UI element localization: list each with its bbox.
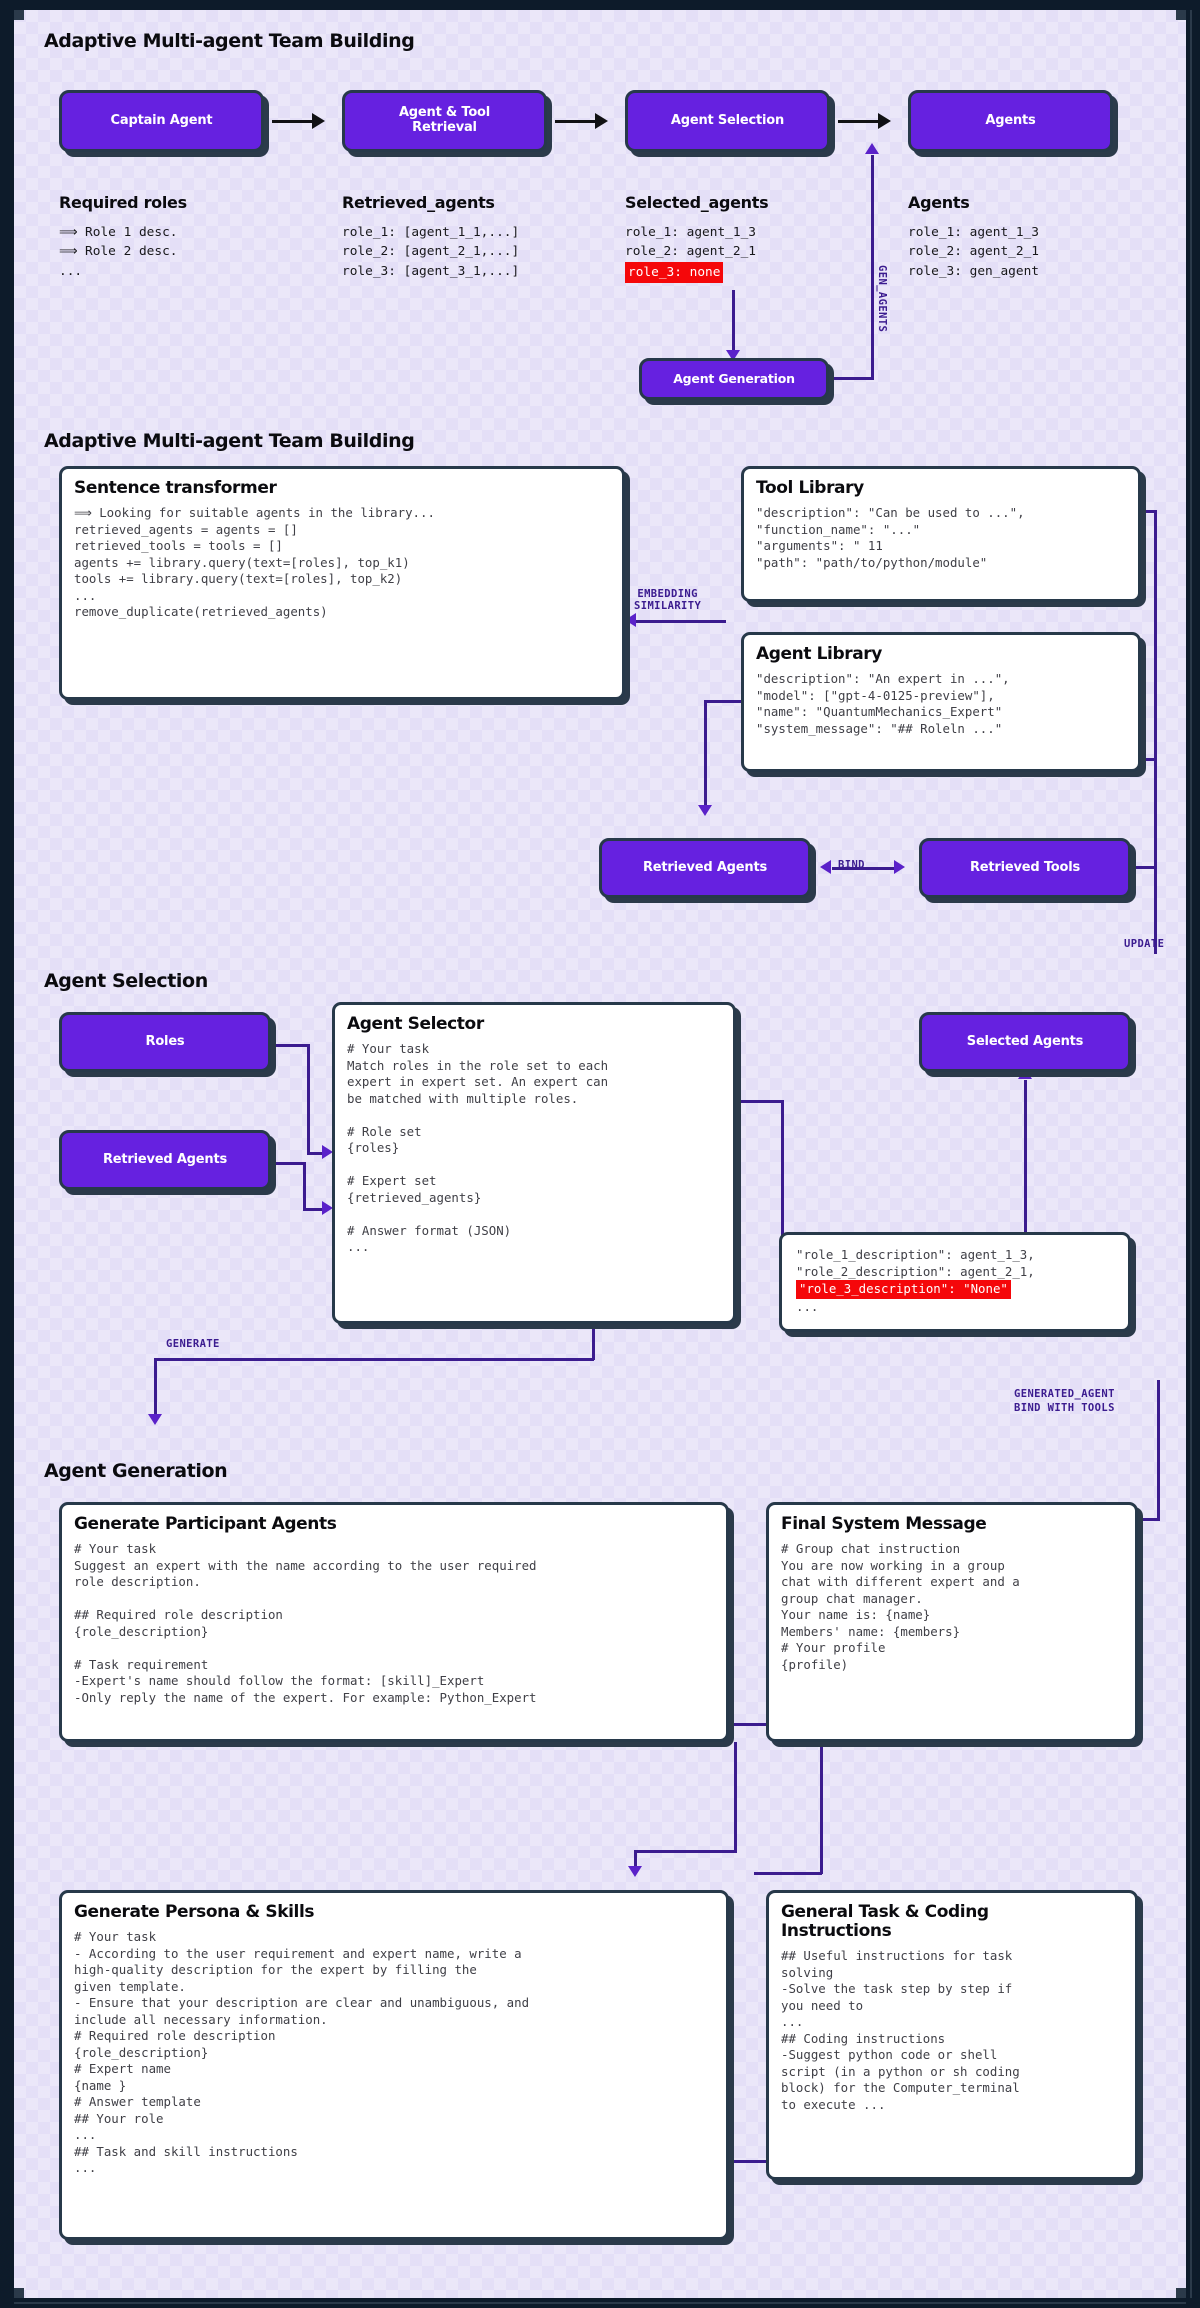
node-agent-selection-label: Agent Selection [670,112,785,128]
card-title-sentence-transformer: Sentence transformer [74,478,277,498]
selector-output-line-2: "role_2_description": agent_2_1, [796,1263,1035,1279]
node-agents-label: Agents [985,112,1036,128]
node-retrieved-tools-mid[interactable]: Retrieved Tools [919,838,1131,898]
arrow-embedding-similarity [625,613,636,627]
node-retrieved-agents-label: Retrieved Agents [102,1151,228,1167]
arrow-retrieved-to-selector [322,1201,333,1215]
edge-label-generate: GENERATE [166,1338,220,1350]
card-code-selector-output: "role_1_description": agent_1_3, "role_2… [796,1247,1114,1315]
edge-label-update: UPDATE [1124,938,1165,950]
node-captain-agent[interactable]: Captain Agent [59,90,264,152]
card-final-system-message: Final System Message # Group chat instru… [766,1502,1138,1742]
corner-bottom-right [1176,2288,1186,2298]
node-retrieved-agents[interactable]: Retrieved Agents [59,1130,271,1190]
node-agent-tool-retrieval[interactable]: Agent & Tool Retrieval [342,90,547,152]
card-title-final-system-message: Final System Message [781,1514,987,1534]
arrow-section4-elbow-down [628,1866,642,1877]
card-title-generate-participant-agents: Generate Participant Agents [74,1514,337,1534]
card-generate-persona-skills: Generate Persona & Skills # Your task - … [59,1890,729,2240]
arrow-bind-right [894,860,905,874]
card-title-generate-persona-skills: Generate Persona & Skills [74,1902,315,1922]
card-generate-participant-agents: Generate Participant Agents # Your task … [59,1502,729,1742]
node-roles[interactable]: Roles [59,1012,271,1072]
node-agents[interactable]: Agents [908,90,1113,152]
selected-agents-line-3-highlighted: role_3: none [625,261,724,284]
node-agent-selection[interactable]: Agent Selection [625,90,830,152]
card-agent-library: Agent Library "description": "An expert … [741,632,1141,772]
card-code-tool-library: "description": "Can be used to ...", "fu… [756,505,1025,570]
node-agent-tool-retrieval-label: Agent & Tool Retrieval [398,105,491,135]
card-tool-library: Tool Library "description": "Can be used… [741,466,1141,602]
arrow-generate-down [148,1414,162,1425]
node-selected-agents[interactable]: Selected Agents [919,1012,1131,1072]
card-code-sentence-transformer: ⟹ Looking for suitable agents in the lib… [74,505,435,620]
card-title-general-task-coding: General Task & Coding Instructions [781,1902,989,1942]
node-retrieved-tools-mid-label: Retrieved Tools [969,859,1081,875]
arrow-selection-to-agents [878,113,891,129]
diagram-canvas: Adaptive Multi-agent Team Building Capta… [14,10,1186,2298]
node-retrieved-agents-mid-label: Retrieved Agents [642,859,768,875]
section-title-agent-selection: Agent Selection [44,970,208,992]
arrow-agent-library-to-retrieved [698,805,712,816]
arrow-gen-agents-up [865,143,879,154]
card-code-generate-participant-agents: # Your task Suggest an expert with the n… [74,1541,537,1705]
node-captain-agent-label: Captain Agent [110,112,213,128]
column-heading-retrieved-agents: Retrieved_agents [342,193,495,212]
column-heading-agents: Agents [908,193,970,212]
arrow-bind-left [820,860,831,874]
selector-output-line-1: "role_1_description": agent_1_3, [796,1247,1035,1262]
column-body-retrieved-agents: role_1: [agent_1_1,...] role_2: [agent_2… [342,225,520,279]
card-code-agent-selector: # Your task Match roles in the role set … [347,1041,609,1255]
section-title-agent-generation: Agent Generation [44,1460,228,1482]
node-roles-label: Roles [145,1033,185,1049]
card-code-generate-persona-skills: # Your task - According to the user requ… [74,1929,530,2176]
edge-label-bind: BIND [838,859,865,871]
card-selector-output: "role_1_description": agent_1_3, "role_2… [779,1232,1131,1332]
column-heading-selected-agents: Selected_agents [625,193,769,212]
arrow-to-agent-generation [726,350,740,361]
card-code-agent-library: "description": "An expert in ...", "mode… [756,671,1010,736]
arrow-roles-to-selector [322,1145,333,1159]
section-title-team-building-2: Adaptive Multi-agent Team Building [44,430,415,452]
card-agent-selector: Agent Selector # Your task Match roles i… [332,1002,736,1324]
column-body-selected-agents: role_1: agent_1_3 role_2: agent_2_1 role… [625,223,756,284]
card-title-agent-selector: Agent Selector [347,1014,484,1034]
selector-output-line-3-highlighted: "role_3_description": "None" [796,1280,1011,1299]
arrow-output-to-selected-agents [1018,1068,1032,1079]
node-selected-agents-label: Selected Agents [966,1033,1084,1049]
card-title-agent-library: Agent Library [756,644,882,664]
edge-label-gen-agents: GEN_AGENTS [876,265,889,333]
section-title-team-building-1: Adaptive Multi-agent Team Building [44,30,415,52]
selected-agents-line-1: role_1: agent_1_3 [625,225,756,240]
corner-bottom-left [14,2288,24,2298]
column-body-agents: role_1: agent_1_3 role_2: agent_2_1 role… [908,225,1039,279]
column-body-required-roles: ⟹ Role 1 desc. ⟹ Role 2 desc. ... [59,225,178,279]
card-sentence-transformer: Sentence transformer ⟹ Looking for suita… [59,466,625,700]
column-heading-required-roles: Required roles [59,193,187,212]
corner-top-right [1176,10,1186,20]
card-code-final-system-message: # Group chat instruction You are now wor… [781,1541,1020,1672]
card-general-task-coding: General Task & Coding Instructions ## Us… [766,1890,1138,2180]
selected-agents-line-2: role_2: agent_2_1 [625,244,756,260]
node-retrieved-agents-mid[interactable]: Retrieved Agents [599,838,811,898]
corner-top-left [14,10,24,20]
card-title-tool-library: Tool Library [756,478,864,498]
arrow-captain-to-retrieval [312,113,325,129]
edge-label-generated-agent-bind: GENERATED_AGENT BIND WITH TOOLS [1014,1388,1115,1414]
selector-output-line-4: ... [796,1298,819,1314]
arrow-retrieval-to-selection [595,113,608,129]
card-code-general-task-coding: ## Useful instructions for task solving … [781,1948,1020,2112]
edge-label-embedding-similarity: EMBEDDING SIMILARITY [634,588,702,613]
node-agent-generation-label: Agent Generation [673,370,795,386]
node-agent-generation[interactable]: Agent Generation [639,358,829,400]
